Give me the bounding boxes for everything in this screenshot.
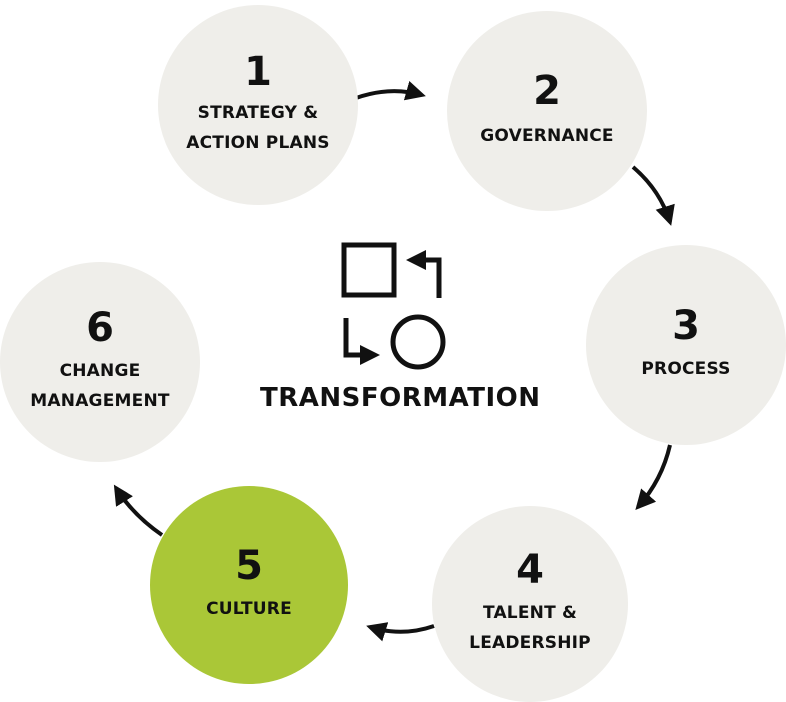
step-label-line: CHANGE [59, 361, 141, 381]
step-label-line: CULTURE [206, 599, 292, 619]
step-2-circle: 2 GOVERNANCE [447, 11, 647, 211]
step-4-circle: 4 TALENT & LEADERSHIP [432, 506, 628, 702]
step-label: CULTURE [206, 594, 292, 624]
step-number: 1 [244, 49, 272, 95]
transformation-icon [341, 242, 446, 370]
arrow-5-to-6 [113, 484, 164, 537]
step-3-circle: 3 PROCESS [586, 245, 786, 445]
arrow-2-to-3 [631, 165, 675, 226]
step-label: CHANGE MANAGEMENT [30, 356, 169, 416]
step-number: 4 [516, 547, 544, 593]
center-title: TRANSFORMATION [260, 383, 541, 413]
step-label-line: GOVERNANCE [480, 126, 614, 146]
step-label-line: ACTION PLANS [186, 133, 330, 153]
step-label-line: PROCESS [641, 359, 731, 379]
step-label-line: MANAGEMENT [30, 391, 170, 411]
step-label: STRATEGY & ACTION PLANS [186, 98, 329, 158]
arrow-3-to-4 [635, 444, 672, 510]
step-label-line: LEADERSHIP [469, 633, 591, 653]
step-label-line: TALENT & [482, 603, 578, 623]
step-6-circle: 6 CHANGE MANAGEMENT [0, 262, 200, 462]
step-label: PROCESS [641, 354, 730, 384]
step-label: TALENT & LEADERSHIP [469, 598, 591, 658]
step-number: 3 [672, 303, 700, 349]
step-label-line: STRATEGY & [197, 103, 319, 123]
step-label: GOVERNANCE [480, 121, 614, 151]
step-number: 5 [235, 543, 263, 589]
step-5-circle: 5 CULTURE [150, 486, 348, 684]
step-number: 6 [86, 305, 114, 351]
arrow-1-to-2 [355, 81, 426, 101]
step-1-circle: 1 STRATEGY & ACTION PLANS [158, 5, 358, 205]
arrow-4-to-5 [366, 622, 435, 642]
step-number: 2 [533, 68, 561, 114]
